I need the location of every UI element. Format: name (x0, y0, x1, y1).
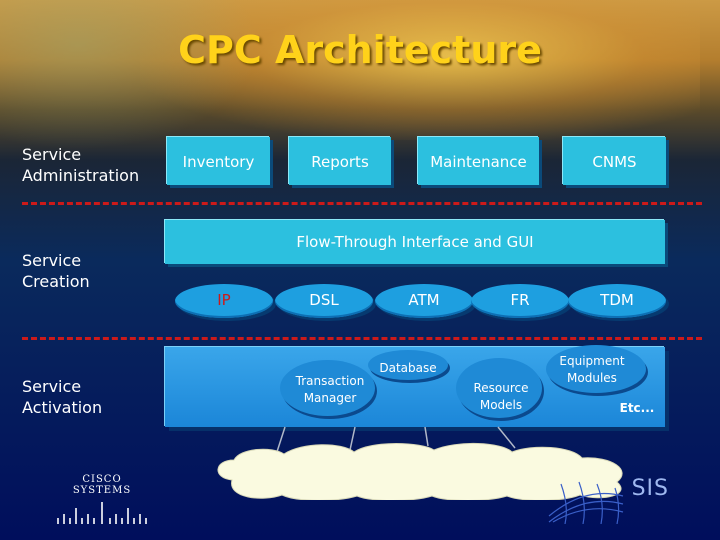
resource-models-shape (456, 358, 542, 418)
globe-grid-icon (548, 481, 624, 524)
admin-box-reports: Reports (289, 137, 391, 185)
admin-box-cnms: CNMS (563, 137, 666, 185)
protocol-fr: FR (471, 284, 569, 318)
partner-logo-text: SIS (631, 476, 669, 501)
divider-top (22, 202, 702, 205)
admin-box-maintenance: Maintenance (418, 137, 539, 185)
module-etc: Etc... (619, 401, 655, 415)
module-database: Database (379, 361, 437, 375)
module-resource-models: Resource Models (473, 381, 529, 412)
cisco-logo-text: CISCO SYSTEMS (72, 474, 132, 496)
cisco-logo: CISCO SYSTEMS (52, 474, 152, 526)
transaction-manager-shape (280, 360, 375, 416)
protocol-ip: IP (175, 284, 273, 318)
database-shape (368, 350, 448, 380)
background-glow (140, 0, 700, 140)
flow-through-interface-bar: Flow-Through Interface and GUI (165, 220, 665, 264)
module-transaction-manager: Transaction Manager (295, 374, 365, 405)
equipment-modules-shape (546, 345, 646, 393)
network-cloud (217, 443, 623, 500)
divider-bottom (22, 337, 702, 340)
cisco-bars-icon (57, 502, 147, 524)
protocol-atm: ATM (375, 284, 473, 318)
protocol-tdm: TDM (568, 284, 666, 318)
module-equipment-modules: Equipment Modules (559, 354, 625, 385)
layer-label-creation: Service Creation (22, 251, 90, 291)
background-glow-left (0, 0, 260, 150)
admin-box-inventory: Inventory (167, 137, 270, 185)
layer-label-administration: Service Administration (22, 145, 140, 185)
layer-label-activation: Service Activation (22, 377, 103, 417)
partner-logo: SIS (545, 468, 675, 524)
protocol-dsl: DSL (275, 284, 373, 318)
page-title: CPC Architecture (178, 28, 542, 72)
